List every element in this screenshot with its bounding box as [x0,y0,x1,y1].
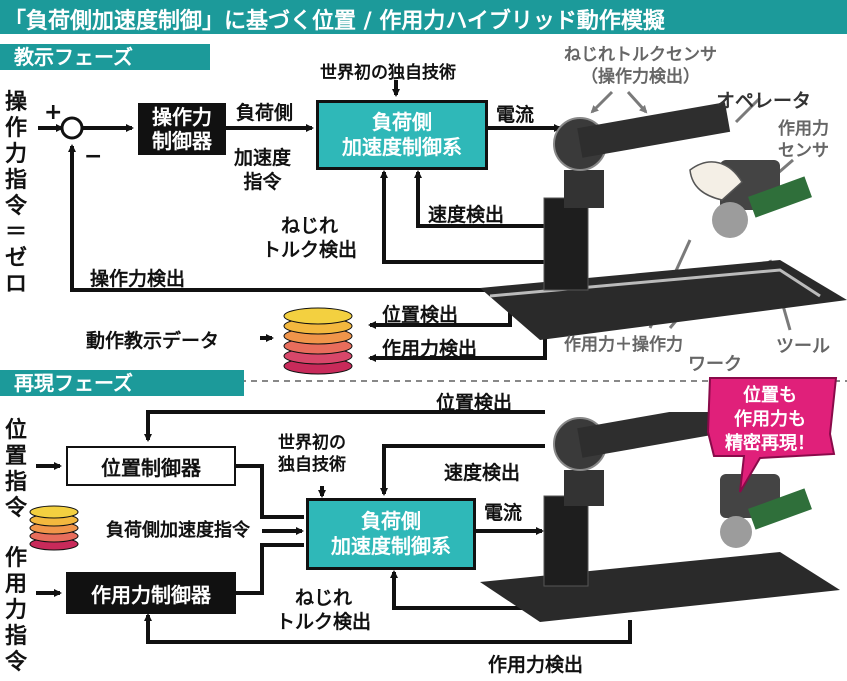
operator-label: オペレータ [716,90,812,112]
teach-accel-cmd-line-1: 加速度 [234,147,292,169]
teach-input-label: 操作力指令＝ゼロ [4,90,27,297]
replay-system-line-1: 負荷側 [361,509,421,533]
teach-applied-force-detect-label: 作用力検出 [382,338,478,360]
teach-load-side-label: 負荷側 [236,102,294,124]
replay-world-first-line-2: 独自技術 [278,455,346,475]
page-title: 「負荷側加速度制御」に基づく位置 / 作用力ハイブリッド動作模擬 [4,9,665,34]
force-controller: 作用力制御器 [66,572,236,614]
teach-force-controller: 操作力 制御器 [138,103,226,155]
replay-torsion-line-1: ねじれ [295,587,353,609]
replay-load-accel-cmd-label: 負荷側加速度指令 [106,520,250,541]
plus-sign: + [44,100,63,125]
callout-text: 位置も 作用力も 精密再現！ [712,384,828,456]
replay-speed-detect-label: 速度検出 [444,462,521,484]
position-controller: 位置制御器 [66,446,236,486]
disk-stack-replay [29,505,79,551]
force-sensor-line-1: 作用力 [778,119,829,139]
replay-world-first-label: 世界初の 独自技術 [278,432,346,476]
robot-illustration-replay [480,412,840,622]
callout-line-3: 精密再現！ [725,433,815,454]
callout-line-2: 作用力も [734,409,806,430]
minus-sign: − [84,144,103,169]
replay-torsion-line-2: トルク検出 [276,611,372,633]
replay-position-cmd-label: 位置指令 [4,418,27,521]
disk-stack-teach [283,307,353,375]
replay-position-detect-label: 位置検出 [436,392,513,414]
teach-force-detect-label: 操作力検出 [90,268,186,290]
teach-torsion-line-1: ねじれ [281,215,339,237]
robot-illustration-teach [480,102,847,340]
teach-position-detect-label: 位置検出 [382,304,459,326]
teach-controller-line-1: 操作力 [152,105,212,129]
replay-phase-label: 再現フェーズ [0,370,244,396]
teach-world-first-label: 世界初の独自技術 [320,63,456,83]
replay-force-cmd-label: 作用力指令 [4,546,27,675]
callout-shape [706,377,838,493]
sum-force-label: 作用力＋操作力 [564,335,683,355]
teach-accel-control-system: 負荷側 加速度制御系 [316,100,488,170]
teach-accel-cmd-label: 加速度 指令 [234,146,291,194]
teach-phase-label: 教示フェーズ [0,44,210,70]
teach-system-line-2: 加速度制御系 [342,135,462,159]
teach-torsion-detect-label: ねじれ トルク検出 [262,214,357,262]
replay-torsion-detect-label: ねじれ トルク検出 [276,586,371,634]
replay-system-line-2: 加速度制御系 [331,534,451,558]
teach-system-line-1: 負荷側 [372,110,432,134]
teach-speed-detect-label: 速度検出 [428,204,505,226]
work-label: ワーク [688,354,742,375]
force-sensor-label: 作用力 センサ [778,118,829,162]
tool-label: ツール [776,336,830,357]
teach-torsion-line-2: トルク検出 [262,239,358,261]
force-sensor-line-2: センサ [778,141,829,161]
callout-line-1: 位置も [743,385,797,406]
teach-accel-cmd-line-2: 指令 [243,171,282,193]
torsion-sensor-line-2: （操作力検出） [581,67,700,87]
replay-current-label: 電流 [484,502,523,524]
replay-world-first-line-1: 世界初の [278,433,346,453]
replay-accel-control-system: 負荷側 加速度制御系 [306,498,476,570]
teach-controller-line-2: 制御器 [152,129,212,153]
teach-current-label: 電流 [496,104,535,126]
torsion-sensor-line-1: ねじれトルクセンサ [564,45,717,65]
title-bar [0,0,847,34]
replay-applied-force-detect-label: 作用力検出 [488,654,584,676]
torsion-sensor-label: ねじれトルクセンサ （操作力検出） [564,44,717,88]
motion-teach-data-label: 動作教示データ [86,330,220,352]
